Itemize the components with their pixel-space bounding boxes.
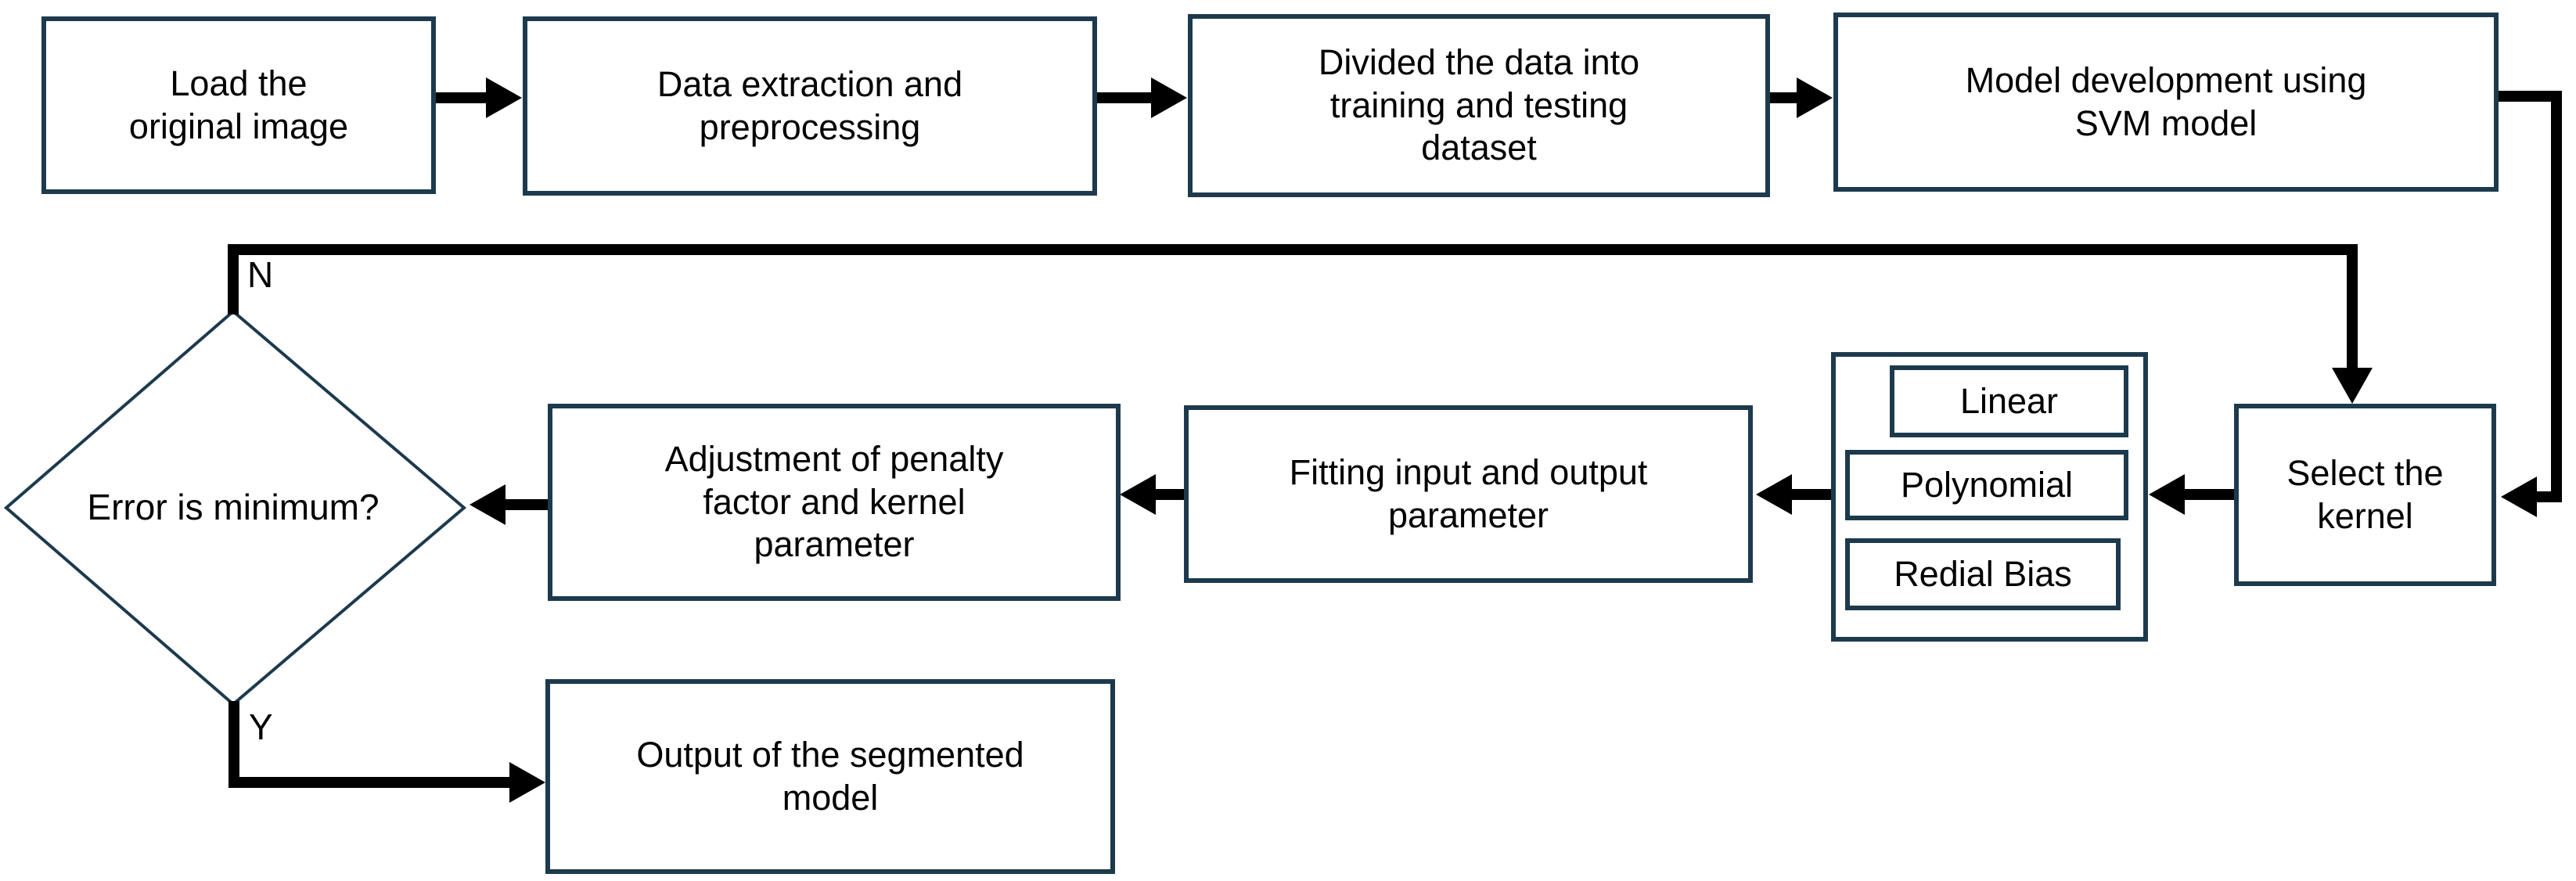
edge-load-extract-arrowhead-icon <box>486 77 522 118</box>
node-output-segmented: Output of the segmented model <box>545 679 1115 874</box>
edge-select-kernels-arrowhead-icon <box>2149 474 2185 515</box>
kernel-option-linear: Linear <box>1890 365 2128 437</box>
edge-kernels-fitting-line <box>1792 489 1831 500</box>
edge-decision-select-line-h <box>228 244 2358 255</box>
edge-select-kernels-line <box>2185 489 2234 500</box>
node-fitting-parameters-label: Fitting input and output parameter <box>1289 451 1648 535</box>
edge-decision-select-line-v <box>2347 244 2358 369</box>
edge-adjust-decision-arrowhead-icon <box>470 484 505 525</box>
node-divide-dataset: Divided the data into training and testi… <box>1188 14 1770 197</box>
edge-divide-develop-line <box>1770 92 1799 103</box>
node-model-development-label: Model development using SVM model <box>1965 59 2367 143</box>
edge-load-extract-line <box>436 92 488 103</box>
kernel-option-redial-bias: Redial Bias <box>1845 538 2121 610</box>
node-fitting-parameters: Fitting input and output parameter <box>1184 405 1753 583</box>
edge-adjust-decision-line <box>505 499 548 510</box>
edge-fitting-adjust-line <box>1156 489 1184 500</box>
edge-decision-output-arrowhead-icon <box>509 762 545 803</box>
edge-develop-select-line-v <box>2551 91 2562 502</box>
edge-extract-divide-line <box>1097 92 1153 103</box>
edge-kernels-fitting-arrowhead-icon <box>1756 474 1792 515</box>
edge-decision-select-line-stub <box>228 244 239 315</box>
edge-decision-select-arrowhead-icon <box>2332 368 2373 404</box>
node-select-kernel: Select the kernel <box>2234 404 2496 586</box>
node-adjust-penalty: Adjustment of penalty factor and kernel … <box>548 404 1121 601</box>
node-output-segmented-label: Output of the segmented model <box>636 734 1024 818</box>
edge-develop-select-arrowhead-icon <box>2501 476 2537 517</box>
edge-decision-output-line-h <box>228 777 513 788</box>
edge-decision-output-line-v <box>228 701 239 788</box>
edge-label-yes: Y <box>249 707 273 747</box>
kernel-option-linear-label: Linear <box>1959 380 2059 421</box>
kernel-option-redial-bias-label: Redial Bias <box>1894 553 2072 594</box>
node-select-kernel-label: Select the kernel <box>2286 452 2444 536</box>
node-load-image: Load the original image <box>41 16 436 194</box>
edge-fitting-adjust-arrowhead-icon <box>1120 474 1156 515</box>
node-data-extraction: Data extraction and preprocessing <box>523 16 1097 196</box>
kernel-option-polynomial-label: Polynomial <box>1900 464 2074 505</box>
node-model-development: Model development using SVM model <box>1833 13 2499 192</box>
edge-divide-develop-arrowhead-icon <box>1797 77 1833 118</box>
node-data-extraction-label: Data extraction and preprocessing <box>657 63 963 147</box>
node-load-image-label: Load the original image <box>128 63 349 146</box>
edge-develop-select-line-h1 <box>2499 91 2562 102</box>
node-decision-label: Error is minimum? <box>87 487 380 527</box>
edge-develop-select-line-h2 <box>2537 491 2562 502</box>
node-adjust-penalty-label: Adjustment of penalty factor and kernel … <box>664 438 1004 565</box>
node-divide-dataset-label: Divided the data into training and testi… <box>1318 41 1640 168</box>
kernel-option-polynomial: Polynomial <box>1845 450 2128 520</box>
edge-extract-divide-arrowhead-icon <box>1151 77 1187 118</box>
edge-label-no: N <box>247 254 274 295</box>
